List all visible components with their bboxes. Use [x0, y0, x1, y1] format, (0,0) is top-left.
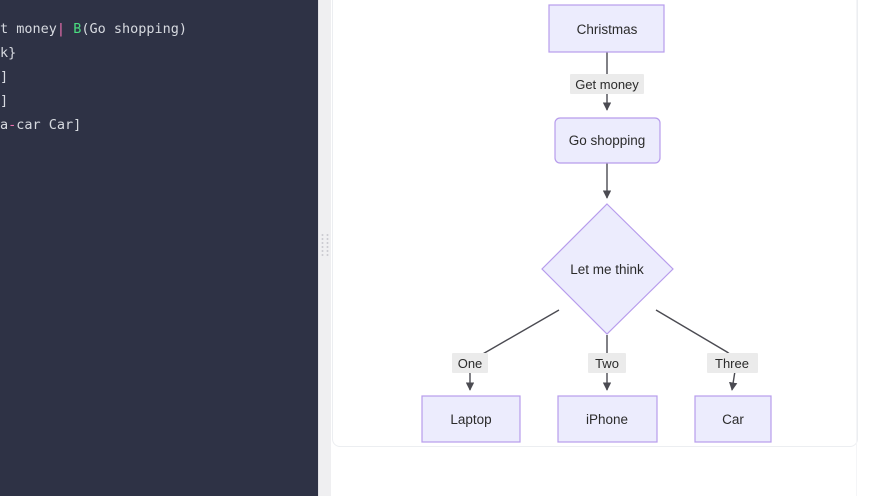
- code-line[interactable]: t money| B(Go shopping): [0, 17, 318, 41]
- code-editor-textarea[interactable]: t money| B(Go shopping) k}]] a-car Car]: [0, 0, 318, 496]
- code-token: [65, 21, 73, 37]
- code-token: B: [73, 21, 82, 37]
- code-line[interactable]: a-car Car]: [0, 113, 318, 137]
- code-token: |: [56, 21, 66, 37]
- node-iphone[interactable]: iPhone: [557, 395, 658, 443]
- edge-label-get-money: Get money: [570, 74, 644, 94]
- edge-label-text: Two: [595, 356, 619, 371]
- node-christmas[interactable]: Christmas: [548, 4, 665, 53]
- drag-handle-grip-icon[interactable]: [321, 234, 328, 262]
- code-editor-pane[interactable]: t money| B(Go shopping) k}]] a-car Car]: [0, 0, 318, 496]
- code-line[interactable]: ]: [0, 65, 318, 89]
- code-token: (Go shopping): [81, 21, 187, 37]
- edge-label-three: Three: [707, 353, 758, 373]
- edge-label-text: Get money: [575, 77, 639, 92]
- code-token: k}: [0, 45, 17, 61]
- node-go-shopping[interactable]: Go shopping: [554, 117, 661, 164]
- preview-right-divider: [856, 0, 857, 496]
- edge-let-me-think-to-car: [655, 309, 738, 391]
- code-line[interactable]: ]: [0, 89, 318, 113]
- code-token: ]: [0, 93, 9, 109]
- edge-let-me-think-to-laptop: [465, 309, 560, 391]
- splitter-left-border: [318, 0, 319, 496]
- code-token: car Car]: [16, 117, 82, 133]
- node-label-text: Laptop: [450, 412, 491, 427]
- flowchart-svg[interactable]: Get money One Two Three Christmas Go: [331, 0, 871, 460]
- node-label-text: Let me think: [570, 262, 644, 277]
- code-token: -: [8, 117, 17, 133]
- code-token: t money: [0, 21, 57, 37]
- node-label-text: Christmas: [577, 22, 638, 37]
- edge-label-text: Three: [715, 356, 749, 371]
- node-label-text: Go shopping: [569, 133, 646, 148]
- edge-label-two: Two: [588, 353, 626, 373]
- node-car[interactable]: Car: [694, 395, 772, 443]
- node-label-text: Car: [722, 412, 744, 427]
- pane-splitter[interactable]: [318, 0, 331, 496]
- node-laptop[interactable]: Laptop: [421, 395, 521, 443]
- code-token: a: [0, 117, 9, 133]
- edge-label-text: One: [458, 356, 483, 371]
- node-let-me-think[interactable]: Let me think: [541, 203, 674, 335]
- node-label-text: iPhone: [586, 412, 628, 427]
- diagram-preview-pane[interactable]: Get money One Two Three Christmas Go: [331, 0, 871, 496]
- edge-label-one: One: [452, 353, 488, 373]
- code-token: ]: [0, 69, 9, 85]
- code-line[interactable]: k}: [0, 41, 318, 65]
